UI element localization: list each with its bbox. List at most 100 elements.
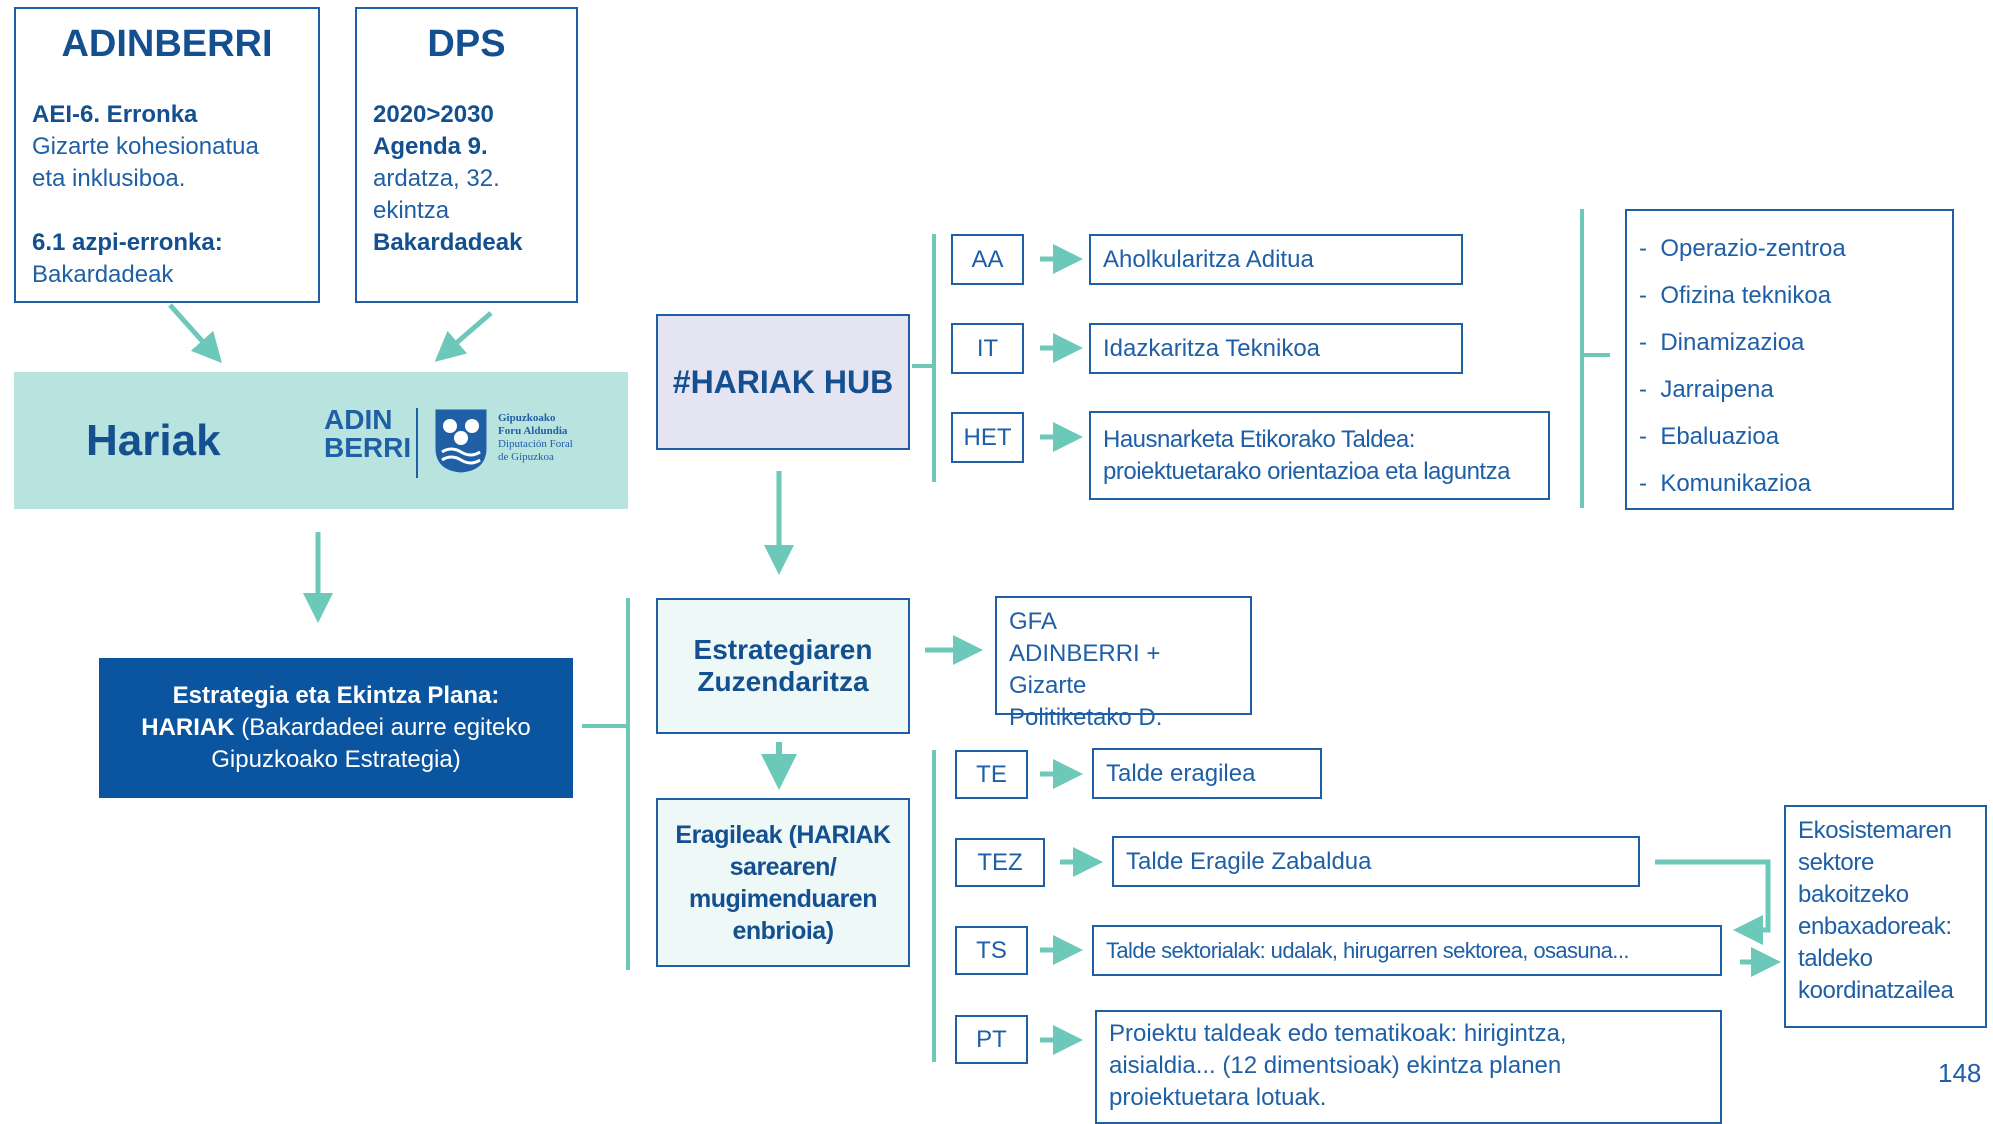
hub-label-het: Hausnarketa Etikorako Taldea: proiektuet… [1089, 411, 1550, 500]
strategy-line3: Gipuzkoako Estrategia) [211, 746, 461, 773]
hub-label-it-text: Idazkaritza Teknikoa [1103, 334, 1321, 362]
agent-code-te: TE [955, 750, 1028, 799]
function-item: - Jarraipena [1639, 376, 1774, 403]
direction-target-3: Politiketako D. [1009, 704, 1163, 731]
direction-box: Estrategiaren Zuzendaritza [656, 598, 910, 734]
agent-label-pt-2: aisialdia... (12 dimentsioak) ekintza pl… [1109, 1052, 1562, 1079]
ambassadors-box: Ekosistemaren sektore bakoitzeko enbaxad… [1784, 805, 1987, 1028]
agent-label-te: Talde eragilea [1092, 748, 1322, 799]
agent-label-pt-3: proiektuetara lotuak. [1109, 1084, 1327, 1111]
function-item: - Dinamizazioa [1639, 329, 1805, 356]
gip-text-2: Foru Aldundia [498, 425, 568, 437]
direction-title-1: Estrategiaren [693, 634, 873, 665]
hub-code-it-text: IT [976, 334, 999, 362]
agent-label-tez: Talde Eragile Zabaldua [1112, 836, 1640, 887]
adinberri-challenge: AEI-6. Erronka [32, 101, 198, 128]
hub-title: #HARIAK HUB [672, 363, 894, 400]
agent-code-pt-text: PT [976, 1025, 1007, 1053]
dps-years: 2020>2030 [373, 101, 494, 128]
dps-line4: ekintza [373, 197, 450, 224]
agents-title-4: enbrioia) [732, 916, 834, 945]
direction-target-box: GFA ADINBERRI + Gizarte Politiketako D. [995, 596, 1252, 731]
strategy-hariak: HARIAK [141, 714, 235, 741]
strategy-box: Estrategia eta Ekintza Plana: HARIAK (Ba… [99, 658, 573, 798]
ambassadors-line: taldeko [1798, 945, 1873, 972]
function-item: - Komunikazioa [1639, 470, 1812, 497]
ambassadors-line: koordinatzailea [1798, 977, 1954, 1004]
agents-title-2: sarearen/ [729, 852, 837, 881]
hariak-banner: Hariak ADIN BERRI Gipuzkoako Foru Aldund… [14, 372, 628, 509]
hub-functions-box: - Operazio-zentroa - Ofizina teknikoa - … [1625, 209, 1954, 510]
hub-label-het-line1: Hausnarketa Etikorako Taldea: [1103, 425, 1415, 453]
function-label: Jarraipena [1660, 376, 1774, 403]
agent-label-tez-text: Talde Eragile Zabaldua [1126, 847, 1372, 875]
dps-box: DPS 2020>2030 Agenda 9. ardatza, 32. eki… [355, 7, 578, 303]
agent-label-pt-1: Proiektu taldeak edo tematikoak: hirigin… [1109, 1020, 1567, 1047]
hariak-title: Hariak [86, 416, 221, 465]
agents-title-1: Eragileak (HARIAK [675, 820, 891, 849]
function-label: Ofizina teknikoa [1660, 282, 1832, 309]
adinberri-box: ADINBERRI AEI-6. Erronka Gizarte kohesio… [14, 7, 320, 303]
strategy-line2-rest: (Bakardadeei aurre egiteko [234, 714, 531, 741]
arrow-dps-to-hariak [434, 311, 493, 362]
agent-code-tez-text: TEZ [977, 848, 1023, 876]
ambassadors-line: enbaxadoreak: [1798, 913, 1952, 940]
gipuzkoa-shield-icon [434, 408, 488, 479]
agent-code-te-text: TE [976, 760, 1007, 788]
ambassadors-line: sektore [1798, 849, 1874, 876]
ambassadors-line: Ekosistemaren [1798, 817, 1952, 844]
function-item: - Operazio-zentroa [1639, 235, 1846, 262]
direction-target-1: GFA [1009, 608, 1058, 635]
adinberri-line5: Bakardadeak [32, 261, 174, 288]
hub-code-it: IT [951, 323, 1024, 374]
ambassadors-line: bakoitzeko [1798, 881, 1909, 908]
function-item: - Ofizina teknikoa [1639, 282, 1832, 309]
agent-label-ts: Talde sektorialak: udalak, hirugarren se… [1092, 925, 1722, 976]
gip-text-3: Diputación Foral [498, 438, 573, 450]
hub-code-het: HET [951, 412, 1024, 463]
hariak-hub-box: #HARIAK HUB [656, 314, 910, 450]
adinberri-line3: eta inklusiboa. [32, 165, 186, 192]
adin-logo-text-1: ADIN [324, 404, 393, 435]
agent-label-ts-text: Talde sektorialak: udalak, hirugarren se… [1106, 937, 1629, 963]
adinberri-text: AEI-6. Erronka Gizarte kohesionatua eta … [32, 99, 259, 291]
strategy-line2: HARIAK (Bakardadeei aurre egiteko [141, 712, 531, 744]
gip-text-4: de Gipuzkoa [498, 451, 554, 463]
adinberri-line2: Gizarte kohesionatua [32, 133, 259, 160]
agent-code-ts: TS [955, 926, 1028, 975]
gipuzkoa-logo-text: Gipuzkoako Foru Aldundia Diputación Fora… [498, 412, 573, 464]
hub-label-aa-text: Aholkularitza Aditua [1103, 245, 1314, 273]
hub-code-het-text: HET [963, 423, 1012, 451]
function-label: Komunikazioa [1660, 470, 1812, 497]
function-label: Dinamizazioa [1660, 329, 1805, 356]
gip-text-1: Gipuzkoako [498, 412, 556, 424]
dps-line3: ardatza, 32. [373, 165, 500, 192]
function-item: - Ebaluazioa [1639, 423, 1780, 450]
function-label: Operazio-zentroa [1660, 235, 1846, 262]
dps-agenda: Agenda 9. [373, 133, 488, 160]
agent-label-pt: Proiektu taldeak edo tematikoak: hirigin… [1095, 1010, 1722, 1124]
agent-code-ts-text: TS [976, 936, 1007, 964]
dps-text: 2020>2030 Agenda 9. ardatza, 32. ekintza… [373, 99, 522, 259]
agents-box: Eragileak (HARIAK sarearen/ mugimenduare… [656, 798, 910, 967]
logo-divider [416, 408, 418, 478]
page-number: 148 [1938, 1058, 1982, 1088]
dps-topic: Bakardadeak [373, 229, 523, 256]
agent-code-pt: PT [955, 1015, 1028, 1064]
direction-title-2: Zuzendaritza [697, 666, 869, 697]
adinberri-subchallenge: 6.1 azpi-erronka: [32, 229, 223, 256]
agents-title-3: mugimenduaren [689, 884, 877, 913]
function-label: Ebaluazioa [1660, 423, 1780, 450]
agent-label-te-text: Talde eragilea [1106, 759, 1256, 787]
adinberri-title: ADINBERRI [61, 23, 273, 65]
arrow-adinberri-to-hariak [168, 303, 222, 364]
hub-code-aa-text: AA [971, 245, 1004, 273]
hub-label-it: Idazkaritza Teknikoa [1089, 323, 1463, 374]
tez-elbow [1655, 859, 1771, 945]
direction-target-2: ADINBERRI + Gizarte [1009, 640, 1161, 699]
adinberri-logo: ADIN BERRI [324, 406, 411, 462]
agent-code-tez: TEZ [955, 838, 1045, 887]
dps-title: DPS [427, 23, 506, 65]
strategy-line1: Estrategia eta Ekintza Plana: [172, 682, 500, 709]
adin-logo-text-2: BERRI [324, 432, 412, 463]
